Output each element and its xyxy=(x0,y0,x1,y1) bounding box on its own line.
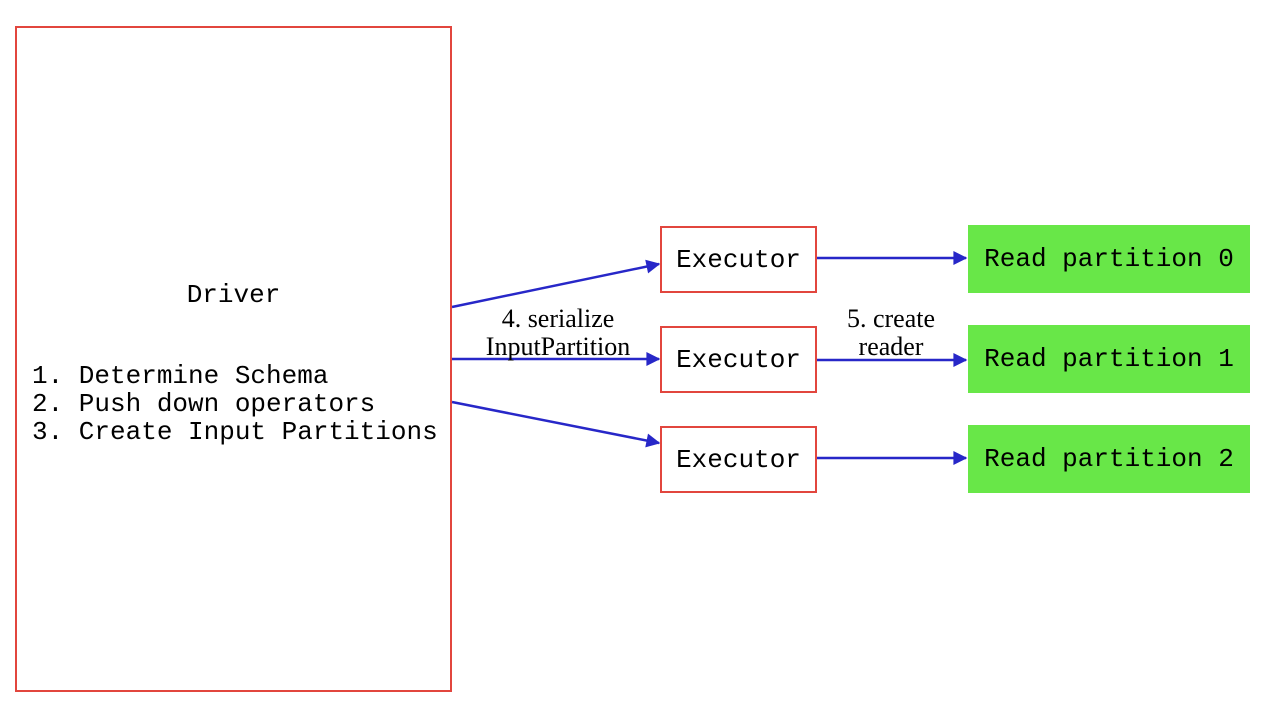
serialize-inputpartition-label: 4. serialize InputPartition xyxy=(448,305,668,361)
driver-steps: 1. Determine Schema 2. Push down operato… xyxy=(32,362,438,446)
arrow-driver-to-executor-0 xyxy=(451,259,661,309)
read-partition-box-1: Read partition 1 xyxy=(968,325,1250,393)
read-partition-label: Read partition 2 xyxy=(984,444,1234,474)
serialize-label-line2: InputPartition xyxy=(485,332,631,361)
executor-box-1: Executor xyxy=(660,326,817,393)
executor-box-2: Executor xyxy=(660,426,817,493)
driver-step: 2. Push down operators xyxy=(32,389,376,419)
executor-label: Executor xyxy=(676,244,801,275)
create-reader-label-line1: 5. create xyxy=(846,304,936,333)
driver-box: Driver 1. Determine Schema 2. Push down … xyxy=(15,26,452,692)
create-reader-label-line2: reader xyxy=(858,332,924,361)
arrow-driver-to-executor-2 xyxy=(451,400,661,448)
driver-step: 1. Determine Schema xyxy=(32,361,329,391)
executor-box-0: Executor xyxy=(660,226,817,293)
executor-label: Executor xyxy=(676,344,801,375)
driver-step: 3. Create Input Partitions xyxy=(32,417,438,447)
read-partition-label: Read partition 0 xyxy=(984,244,1234,274)
read-partition-box-2: Read partition 2 xyxy=(968,425,1250,493)
driver-title: Driver xyxy=(186,280,281,310)
create-reader-label: 5. create reader xyxy=(822,305,960,361)
serialize-label-line1: 4. serialize xyxy=(501,304,615,333)
read-partition-label: Read partition 1 xyxy=(984,344,1234,374)
read-partition-box-0: Read partition 0 xyxy=(968,225,1250,293)
executor-label: Executor xyxy=(676,444,801,475)
